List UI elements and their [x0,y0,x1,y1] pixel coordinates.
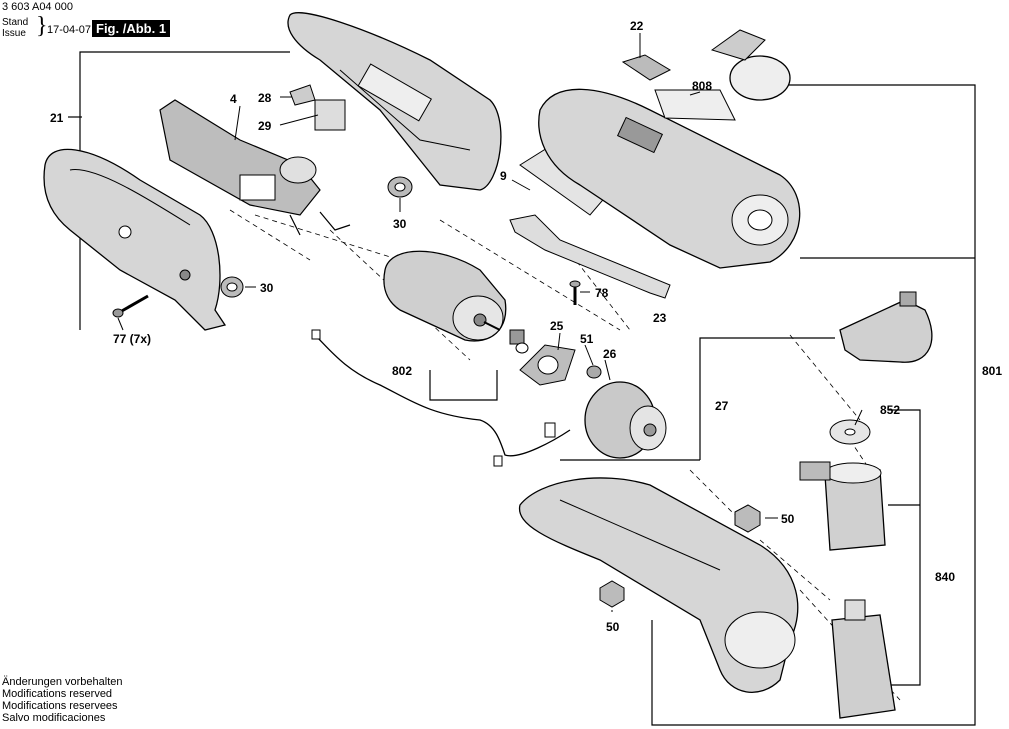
brace-glyph: } [36,13,48,39]
label-25: 25 [550,319,564,333]
label-801: 801 [982,364,1002,378]
footer-line-es: Salvo modificaciones [2,712,106,724]
label-28: 28 [258,91,272,105]
label-852: 852 [880,403,900,417]
document-number: 3 603 A04 000 [2,1,73,13]
dashed-leaders [229,209,901,701]
gear-housing [518,477,799,693]
housing-half-left [43,148,227,331]
label-26: 26 [603,347,617,361]
issue-label: Issue [2,28,26,39]
label-50-left: 50 [606,620,620,634]
footer-notes: Änderungen vorbehalten Modifications res… [2,676,122,724]
label-802: 802 [392,364,412,378]
footer-line-en: Modifications reserved [2,688,113,700]
label-21: 21 [50,111,64,125]
rubber-rings [220,176,413,298]
bracket-840 [888,409,921,686]
label-4: 4 [230,92,237,106]
footer-line-de: Änderungen vorbehalten [2,676,123,688]
label-30-upper: 30 [393,217,407,231]
housing-half-right [287,12,502,191]
chuck-parts [799,461,896,719]
nuts [599,504,761,608]
clamp-27 [839,291,933,363]
label-22: 22 [630,19,644,33]
switch-parts [289,84,346,131]
label-51: 51 [580,332,594,346]
washer-852 [829,419,871,445]
label-78: 78 [595,286,609,300]
bracket-801 [651,84,976,726]
footer-line-fr: Modifications reservees [2,700,118,712]
label-840: 840 [935,570,955,584]
bracket-21 [79,51,290,117]
label-leaders [117,33,863,612]
label-50-right: 50 [781,512,795,526]
label-27: 27 [715,399,729,413]
stand-issue-label: Stand Issue [2,17,28,39]
wire-harness [311,329,571,467]
motor [383,250,529,354]
figure-label: Fig. /Abb. 1 [92,20,171,37]
screw [112,294,149,318]
stand-label: Stand [2,17,29,28]
gear-unit [584,381,667,459]
label-29: 29 [258,119,272,133]
bracket-27 [699,337,835,460]
label-808: 808 [692,79,712,93]
gear-flange [519,344,576,386]
label-30-lower: 30 [260,281,274,295]
plate-23 [509,214,671,305]
label-77: 77 (7x) [113,332,151,346]
small-bushing [586,365,602,379]
issue-date: 17-04-07 [47,24,92,36]
label-23: 23 [653,311,667,325]
bracket-802 [429,370,498,401]
upper-shell [538,54,801,269]
cap [710,29,791,101]
label-9: 9 [500,169,507,183]
switch-board [159,99,351,236]
